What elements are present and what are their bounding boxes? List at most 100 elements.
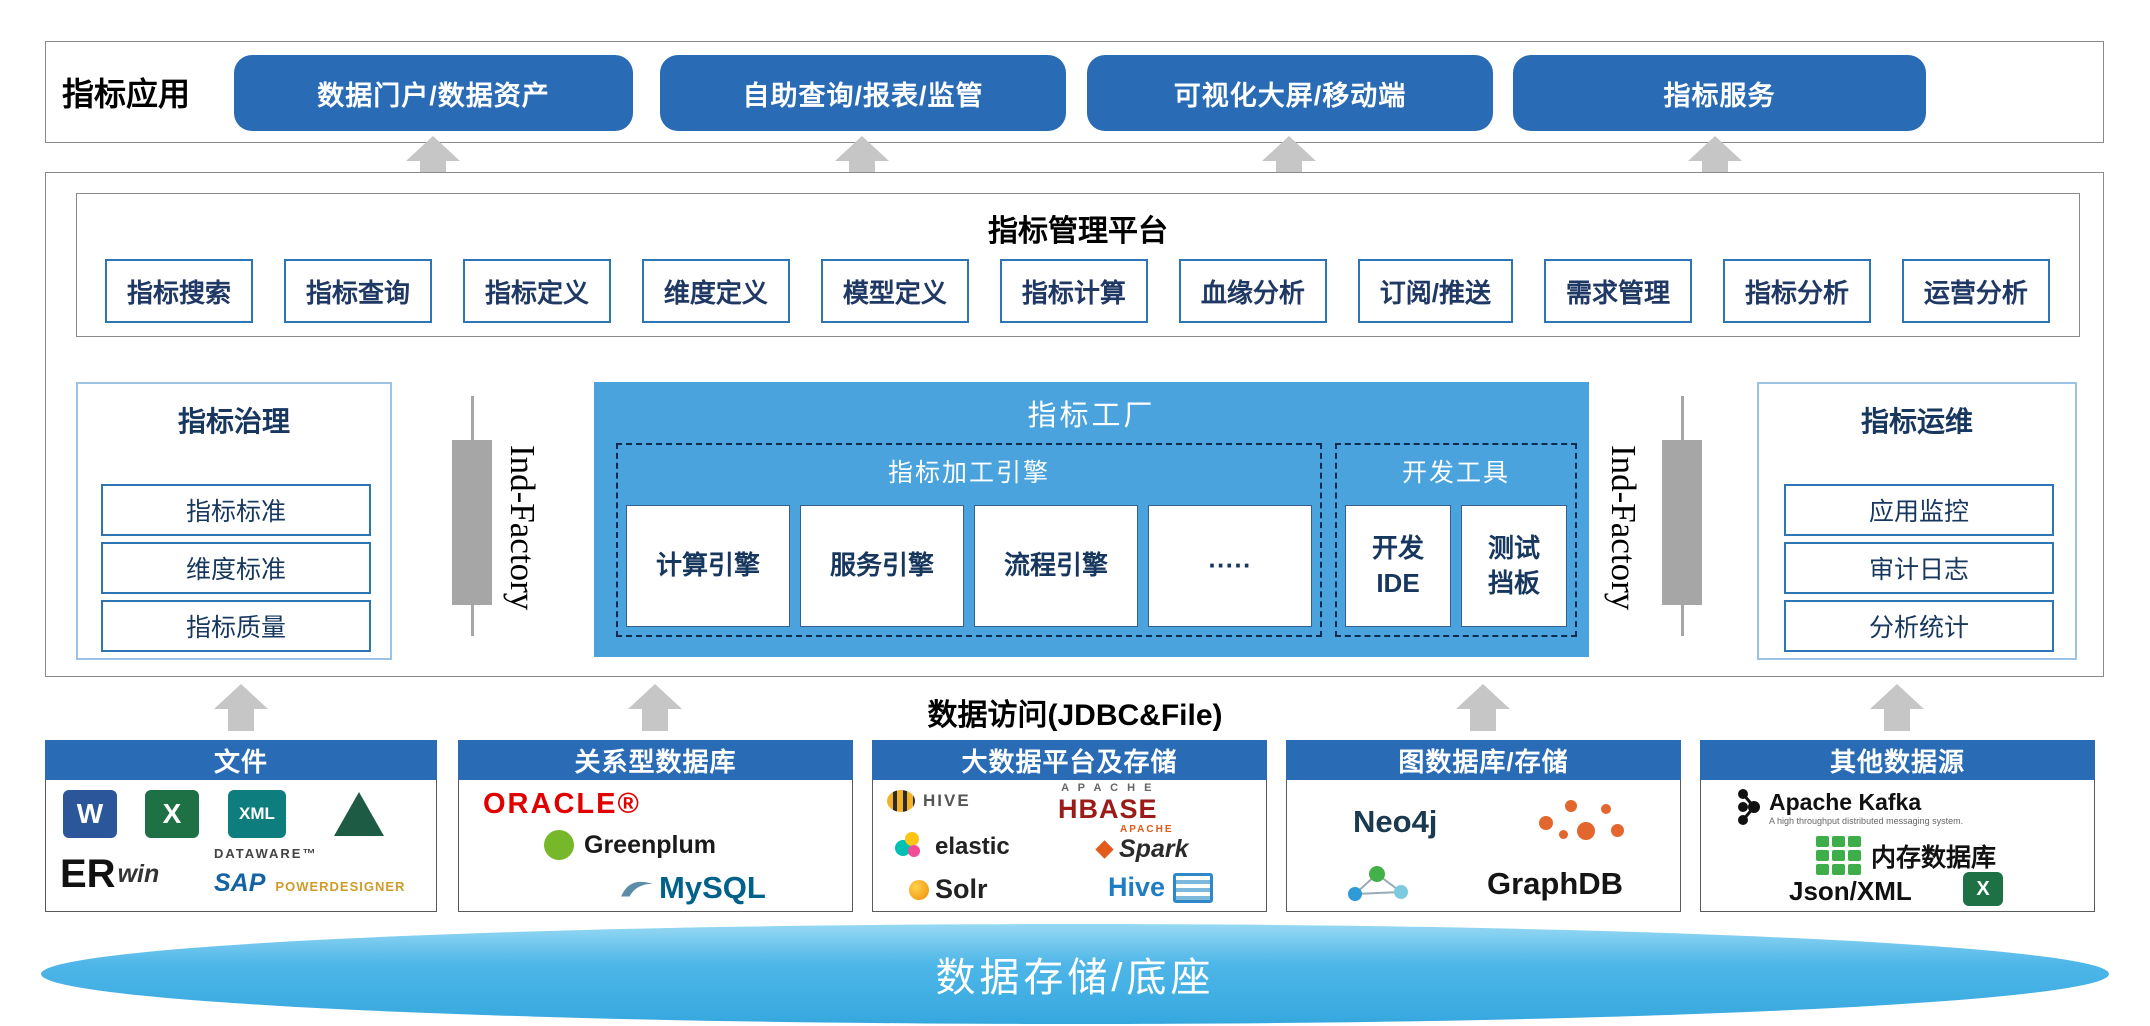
oracle-logo: ORACLE® [483, 788, 641, 820]
datasource-graphdb: 图数据库/存储 Neo4j Gra [1286, 740, 1681, 912]
governance-item-dimension: 维度标准 [101, 542, 371, 594]
devtools-group-title: 开发工具 [1401, 459, 1510, 487]
governance-item-quality: 指标质量 [101, 600, 371, 652]
up-arrow-icon [1870, 684, 1924, 731]
network-icon [1343, 862, 1413, 911]
mysql-logo-row: MySQL [619, 870, 766, 906]
hbase-logo-block: A P A C H E HBASE [1058, 782, 1158, 825]
up-arrow-icon [1456, 684, 1510, 731]
module-row: 指标搜索 指标查询 指标定义 维度定义 模型定义 指标计算 血缘分析 订阅/推送… [105, 258, 2050, 324]
mysql-logo: MySQL [659, 870, 766, 905]
xml-icon: XML [228, 790, 286, 838]
governance-box: 指标治理 指标标准 维度标准 指标质量 [76, 382, 392, 660]
devtools-group: 开发工具 开发 IDE 测试 挡板 [1335, 443, 1577, 637]
up-arrow-icon [214, 684, 268, 731]
devtool-ide-line1: 开发 [1371, 532, 1424, 563]
greenplum-logo-row: Greenplum [544, 830, 716, 860]
datasource-graphdb-title: 图数据库/存储 [1286, 740, 1681, 780]
devtool-test-stub: 测试 挡板 [1461, 505, 1567, 627]
elastic-logo: elastic [935, 833, 1010, 860]
spark-logo-block: APACHE Spark [1095, 824, 1189, 864]
elastic-logo-row: elastic [895, 832, 1010, 862]
module-model-define: 模型定义 [820, 259, 969, 323]
neo4j-logo: Neo4j [1353, 804, 1438, 839]
factory-title: 指标工厂 [1027, 400, 1156, 432]
kafka-icon [1738, 789, 1760, 825]
excel-icon: X [145, 790, 199, 838]
data-storage-base: 数据存储/底座 [41, 924, 2109, 1024]
datasource-bigdata: 大数据平台及存储 HIVE A P A C H E HBASE elastic … [872, 740, 1267, 912]
hive-book-icon [1173, 872, 1214, 903]
management-platform-title: 指标管理平台 [988, 215, 1168, 248]
powerdesigner-logo: POWERDESIGNER [275, 879, 406, 894]
sap-powerdesigner-row: SAP POWERDESIGNER [214, 869, 405, 898]
excel-small-icon: X [1963, 872, 2003, 906]
connector-label-right: Ind-Factory [1604, 445, 1643, 611]
governance-title: 指标治理 [177, 406, 290, 437]
hive-logo-row: HIVE [887, 790, 971, 812]
memdb-label: 内存数据库 [1871, 843, 1997, 872]
app-layer-label: 指标应用 [62, 76, 191, 112]
ops-item-audit-log: 审计日志 [1784, 542, 2054, 594]
app-button-self-query: 自助查询/报表/监管 [660, 55, 1066, 131]
erwin-er-text: ER [60, 852, 116, 896]
greenplum-icon [544, 830, 574, 860]
module-operation-analysis: 运营分析 [1901, 259, 2050, 323]
word-icon: W [63, 790, 117, 838]
app-button-data-portal: 数据门户/数据资产 [234, 55, 633, 131]
dataware-sap-group: DATAWARE™ SAP POWERDESIGNER [214, 846, 405, 898]
datasource-bigdata-title: 大数据平台及存储 [872, 740, 1267, 780]
memdb-row: 内存数据库 [1816, 836, 1996, 875]
elastic-icon [895, 832, 927, 862]
erwin-win-text: win [117, 860, 160, 888]
graphdb-molecule-icon [1535, 794, 1635, 848]
solr-logo: Solr [935, 874, 988, 904]
module-indicator-analysis: 指标分析 [1722, 259, 1871, 323]
engine-more: ····· [1148, 505, 1312, 627]
up-arrow-icon [628, 684, 682, 731]
kafka-logo-row: Apache Kafka A high throughput distribut… [1735, 786, 1963, 828]
governance-item-standard: 指标标准 [101, 484, 371, 536]
mysql-dolphin-icon [621, 881, 653, 897]
module-dimension-define: 维度定义 [641, 259, 790, 323]
module-lineage-analysis: 血缘分析 [1178, 259, 1327, 323]
hbase-logo: HBASE [1058, 794, 1158, 824]
datasource-files-body: W X XML ER win DATAWARE™ SAP POWERDESIGN… [45, 780, 437, 912]
app-button-indicator-service: 指标服务 [1513, 55, 1926, 131]
spark-logo: Spark [1119, 835, 1189, 863]
hbase-apache-text: A P A C H E [1061, 782, 1155, 794]
engine-service: 服务引擎 [800, 505, 964, 627]
memdb-grid-icon [1816, 836, 1861, 875]
sap-logo: SAP [214, 869, 266, 897]
ops-box: 指标运维 应用监控 审计日志 分析统计 [1757, 382, 2077, 660]
pyramid-icon [334, 792, 384, 836]
data-access-label: 数据访问(JDBC&File) [927, 699, 1223, 732]
datasource-relational: 关系型数据库 ORACLE® Greenplum MySQL [458, 740, 853, 912]
module-subscribe-push: 订阅/推送 [1357, 259, 1514, 323]
datasource-other: 其他数据源 Apache Kafka A high throughput dis… [1700, 740, 2095, 912]
connector-label-left: Ind-Factory [503, 445, 542, 611]
engine-process: 流程引擎 [974, 505, 1138, 627]
engine-row: 计算引擎 服务引擎 流程引擎 ····· [626, 505, 1312, 627]
engine-compute: 计算引擎 [626, 505, 790, 627]
kafka-logo: Apache Kafka [1769, 788, 1922, 815]
module-indicator-query: 指标查询 [283, 259, 432, 323]
hive2-logo: Hive [1108, 872, 1166, 902]
devtool-test-line1: 测试 [1487, 532, 1540, 563]
devtool-ide-line2: IDE [1376, 568, 1420, 598]
datasource-bigdata-body: HIVE A P A C H E HBASE elastic APACHE Sp… [872, 780, 1267, 912]
connector-bar-right [1662, 440, 1702, 605]
jsonxml-label: Json/XML [1789, 876, 1912, 906]
hive-logo: HIVE [923, 791, 971, 810]
connector-bar-left [452, 440, 492, 605]
module-requirement-mgmt: 需求管理 [1543, 259, 1692, 323]
hive-bee-icon [887, 790, 915, 812]
spark-apache-text: APACHE [1120, 824, 1174, 835]
app-button-visualization: 可视化大屏/移动端 [1087, 55, 1493, 131]
ops-title: 指标运维 [1860, 406, 1973, 437]
datasource-relational-body: ORACLE® Greenplum MySQL [458, 780, 853, 912]
datasource-files: 文件 W X XML ER win DATAWARE™ SAP POWERDES… [45, 740, 437, 912]
devtool-test-line2: 挡板 [1487, 568, 1540, 598]
devtool-ide: 开发 IDE [1345, 505, 1451, 627]
